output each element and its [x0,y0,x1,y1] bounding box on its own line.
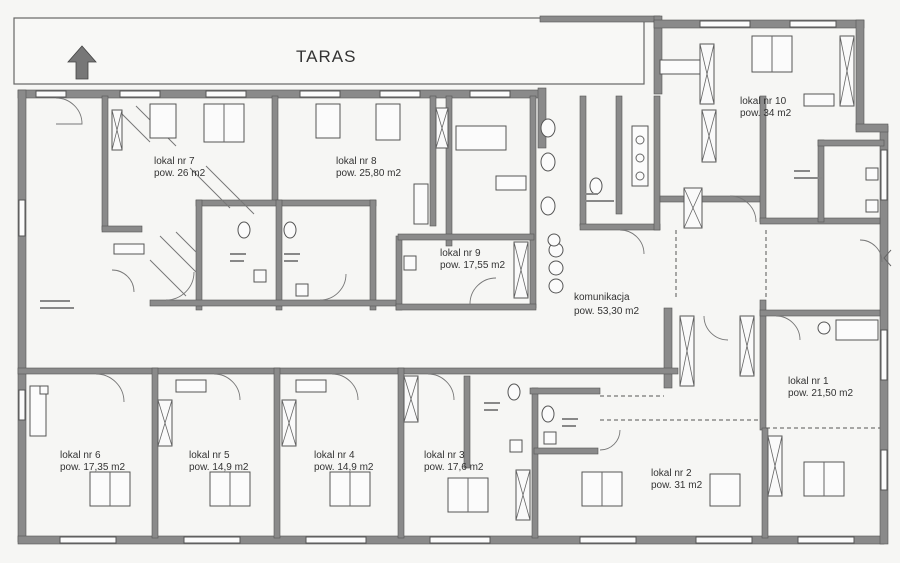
windows [18,20,888,544]
unit-name: lokal nr 2 [651,468,692,479]
unit-name: lokal nr 4 [314,450,355,461]
unit-name: lokal nr 9 [440,248,481,259]
small-cabinet [113,243,145,255]
terrace-label: TARAS [296,47,356,66]
cabinets [111,35,855,521]
unit-area: pow. 14,9 m2 [189,462,249,473]
unit-name: lokal nr 7 [154,156,195,167]
unit-area: pow. 31 m2 [651,480,703,491]
desks [29,35,879,513]
unit-area: pow. 25,80 m2 [336,168,401,179]
unit-name: lokal nr 1 [788,376,829,387]
entrance-marker-icon [883,249,892,267]
corridor-label: komunikacja pow. 53,30 m2 [574,292,639,317]
unit-area: pow. 17,6 m2 [424,462,484,473]
unit-name: lokal nr 5 [189,450,230,461]
unit-name: lokal nr 3 [424,450,465,461]
small-annotations [40,170,822,427]
unit-name: lokal nr 10 [740,96,787,107]
unit-area: pow. 14,9 m2 [314,462,374,473]
unit-name: lokal nr 8 [336,156,377,167]
sanitary-fixtures [39,118,879,453]
interior-walls [17,95,885,539]
doors [55,97,883,451]
dashed-lines [600,230,880,429]
unit-area: pow. 17,35 m2 [60,462,125,473]
unit-name: lokal nr 6 [60,450,101,461]
unit-area: pow. 26 m2 [154,168,206,179]
unit-area: pow. 21,50 m2 [788,388,853,399]
corridor-area: pow. 53,30 m2 [574,306,639,317]
terrace-area [13,17,645,85]
unit-area: pow. 34 m2 [740,108,792,119]
arrow-up-icon [67,45,97,80]
corridor-name: komunikacja [574,292,630,303]
unit-area: pow. 17,55 m2 [440,260,505,271]
corridor-circles [547,233,831,335]
